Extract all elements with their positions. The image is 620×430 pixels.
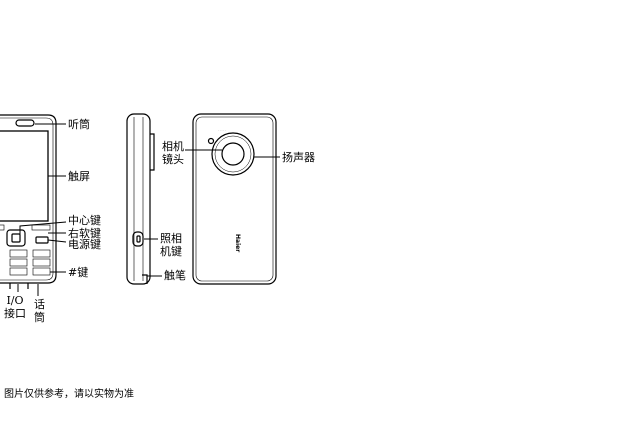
camera-key: [132, 231, 144, 247]
front-screen: [0, 130, 49, 222]
stylus-slot: [142, 274, 148, 284]
label-hash-key: #键: [68, 266, 89, 279]
label-right-soft-key: 右软键: [68, 227, 101, 240]
label-camera-lens: 相机镜头: [162, 140, 184, 166]
side-view-phone: [126, 113, 155, 285]
center-key: [11, 233, 21, 243]
brand-logo: Haier: [234, 234, 241, 253]
label-speaker: 扬声器: [282, 151, 315, 164]
camera-lens: [221, 142, 245, 166]
flash: [207, 137, 215, 145]
power-key: [35, 236, 49, 244]
leader-lines: [17, 123, 280, 296]
earpiece-slot: [15, 119, 35, 127]
label-touchscreen: 触屏: [68, 170, 90, 183]
label-camera-key: 照相机键: [160, 232, 182, 258]
label-io-port: I/O接口: [4, 294, 26, 320]
svg-text:· · · · ·: · · · · ·: [218, 128, 227, 132]
label-stylus: 触笔: [164, 269, 186, 282]
camera-ring: [211, 132, 255, 176]
label-center-key: 中心键: [68, 214, 101, 227]
label-power-key: 电源键: [68, 238, 101, 251]
keypad: [9, 249, 51, 276]
label-earpiece: 听筒: [68, 118, 90, 131]
label-microphone: 话筒: [34, 298, 45, 324]
front-view-phone: [0, 114, 57, 289]
caption: 图片仅供参考，请以实物为准: [4, 389, 134, 400]
nav-pad: [6, 229, 26, 247]
back-view-phone: [192, 113, 277, 285]
side-lens-bump: [150, 133, 155, 171]
